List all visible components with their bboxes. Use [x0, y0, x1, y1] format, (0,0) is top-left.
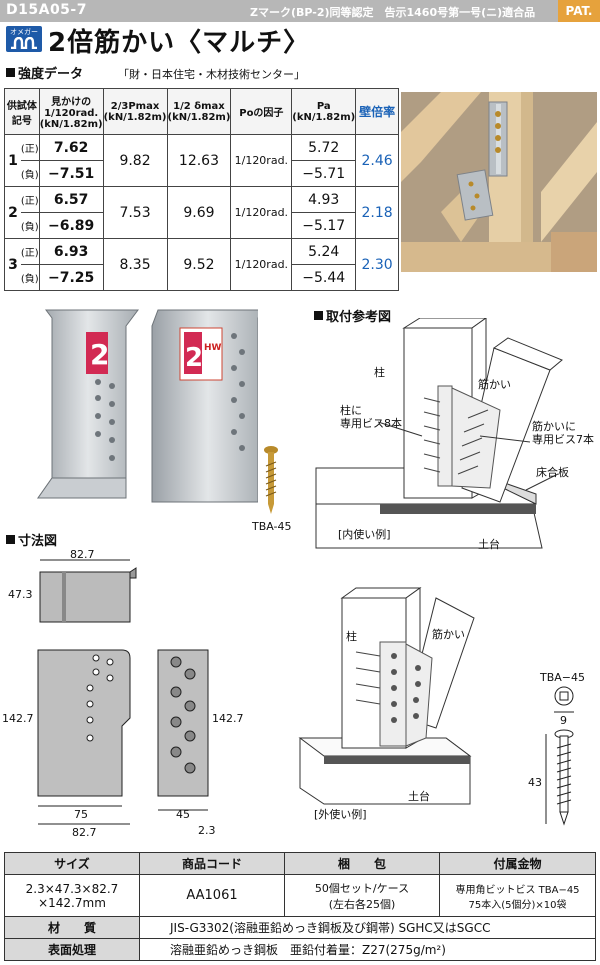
spec-head-code: 商品コード [139, 852, 285, 875]
spec-head-size: サイズ [4, 852, 140, 875]
dim-side-height: 142.7 [212, 712, 244, 725]
page-title: 2倍筋かい〈マルチ〉 [48, 28, 311, 58]
spec-size: 2.3×47.3×82.7 ×142.7mm [4, 874, 140, 917]
front-view-drawing [37, 649, 131, 825]
spec-accessory: 専用角ビットビス TBA−45 75本入(5個分)×10袋 [439, 874, 596, 917]
table-row: (負) −7.51 −5.71 [5, 160, 399, 187]
svg-text:2: 2 [185, 343, 203, 373]
spec-surface: 溶融亜鉛めっき鋼板 亜鉛付着量：Z27(275g/m²) [139, 938, 596, 961]
th-specimen: 供試体記号 [4, 88, 40, 135]
screw-label: TBA-45 [252, 520, 292, 533]
omega-logo-icon [11, 37, 37, 49]
outside-install-diagram [298, 587, 475, 805]
dim-inner-width: 75 [74, 808, 88, 821]
screw-dim-label: TBA−45 [540, 671, 586, 684]
outside-column-label: 柱 [346, 630, 357, 643]
th-dmax: 1/2 δmax (kN/1.82m) [166, 88, 232, 135]
plate-label-icon [86, 332, 108, 374]
th-rate: 壁倍率 [355, 88, 399, 135]
th-po: Poの因子 [230, 88, 293, 135]
outside-sill-label: 土台 [408, 790, 430, 803]
th-apparent: 見かけの 1/120rad. (kN/1.82m) [38, 88, 104, 135]
dims-section-title: 寸法図 [6, 530, 57, 549]
header-bar: D15A05-7 Zマーク(BP-2)同等認定 告示1460号第一号(ニ)適合品… [0, 0, 600, 22]
dim-top-width: 82.7 [70, 548, 95, 561]
table-row: (負) −7.25 −5.44 [5, 264, 399, 291]
brand-logo: オメガー [6, 26, 42, 52]
inside-sill-label: 土台 [478, 538, 500, 551]
spec-head-acc: 付属金物 [439, 852, 596, 875]
logo-text: オメガー [10, 28, 38, 36]
spec-surface-label: 表面処理 [4, 938, 140, 961]
inside-caption: [内使い例] [338, 528, 391, 541]
table-row: 1 (正) 7.62 9.82 12.63 1/120rad. 5.72 2.4… [3, 134, 399, 187]
dim-front-width: 82.7 [72, 826, 97, 839]
table-row: 3 (正) 6.93 8.35 9.52 1/120rad. 5.24 2.30 [3, 238, 399, 291]
bracket-illustration: 2 2 HW [37, 309, 265, 503]
brace-screws-label: 筋かいに 専用ビス7本 [532, 420, 594, 446]
pat-badge: PAT. [558, 0, 600, 22]
dim-top-height: 47.3 [8, 588, 33, 601]
table-row: 2 (正) 6.57 7.53 9.69 1/120rad. 4.93 2.18 [3, 186, 399, 239]
svg-text:2: 2 [90, 338, 109, 371]
screw-dimension-drawing [545, 686, 574, 826]
spec-material-label: 材 質 [4, 916, 140, 939]
dim-thickness: 2.3 [198, 824, 216, 837]
strength-section-title: 強度データ [6, 63, 83, 82]
product-photo: 2 2 HW [28, 306, 265, 522]
product-code-label: D15A05-7 [6, 2, 87, 18]
spec-pack: 50個セット/ケース (左右各25個) [284, 874, 440, 917]
th-pmax: 2/3Pmax (kN/1.82m) [102, 88, 168, 135]
dim-side-width: 45 [176, 808, 190, 821]
spec-material: JIS-G3302(溶融亜鉛めっき鋼板及び鋼帯) SGHC又はSGCC [139, 916, 596, 939]
data-source: 「財・日本住宅・木材技術センター」 [118, 68, 305, 81]
spec-table: サイズ 商品コード 梱 包 付属金物 2.3×47.3×82.7 ×142.7m… [4, 852, 596, 961]
install-section-title: 取付参考図 [314, 306, 391, 325]
top-view-drawing [39, 559, 137, 623]
table-row: (負) −6.89 −5.17 [5, 212, 399, 239]
column-screws-label: 柱に 専用ビス8本 [340, 404, 402, 430]
strength-table: 供試体記号 見かけの 1/120rad. (kN/1.82m) 2/3Pmax … [3, 88, 399, 291]
inside-install-diagram [315, 318, 563, 549]
side-view-drawing [157, 649, 209, 811]
outside-brace-label: 筋かい [432, 628, 465, 641]
spec-head-pack: 梱 包 [284, 852, 440, 875]
spec-code: AA1061 [139, 874, 285, 917]
installation-photo [401, 92, 597, 272]
th-pa: Pa (kN/1.82m) [291, 88, 357, 135]
outside-caption: [外使い例] [314, 808, 367, 821]
screw-head-dim: 9 [560, 714, 567, 727]
screw-icon [264, 446, 278, 514]
certification-text: Zマーク(BP-2)同等認定 告示1460号第一号(ニ)適合品 [250, 6, 536, 19]
dim-front-height: 142.7 [2, 712, 34, 725]
svg-text:HW: HW [204, 343, 222, 353]
inside-brace-label: 筋かい [478, 378, 511, 391]
photo-illustration [401, 92, 597, 272]
floor-label: 床合板 [536, 466, 569, 479]
inside-column-label: 柱 [374, 366, 385, 379]
screw-length-dim: 43 [528, 776, 542, 789]
